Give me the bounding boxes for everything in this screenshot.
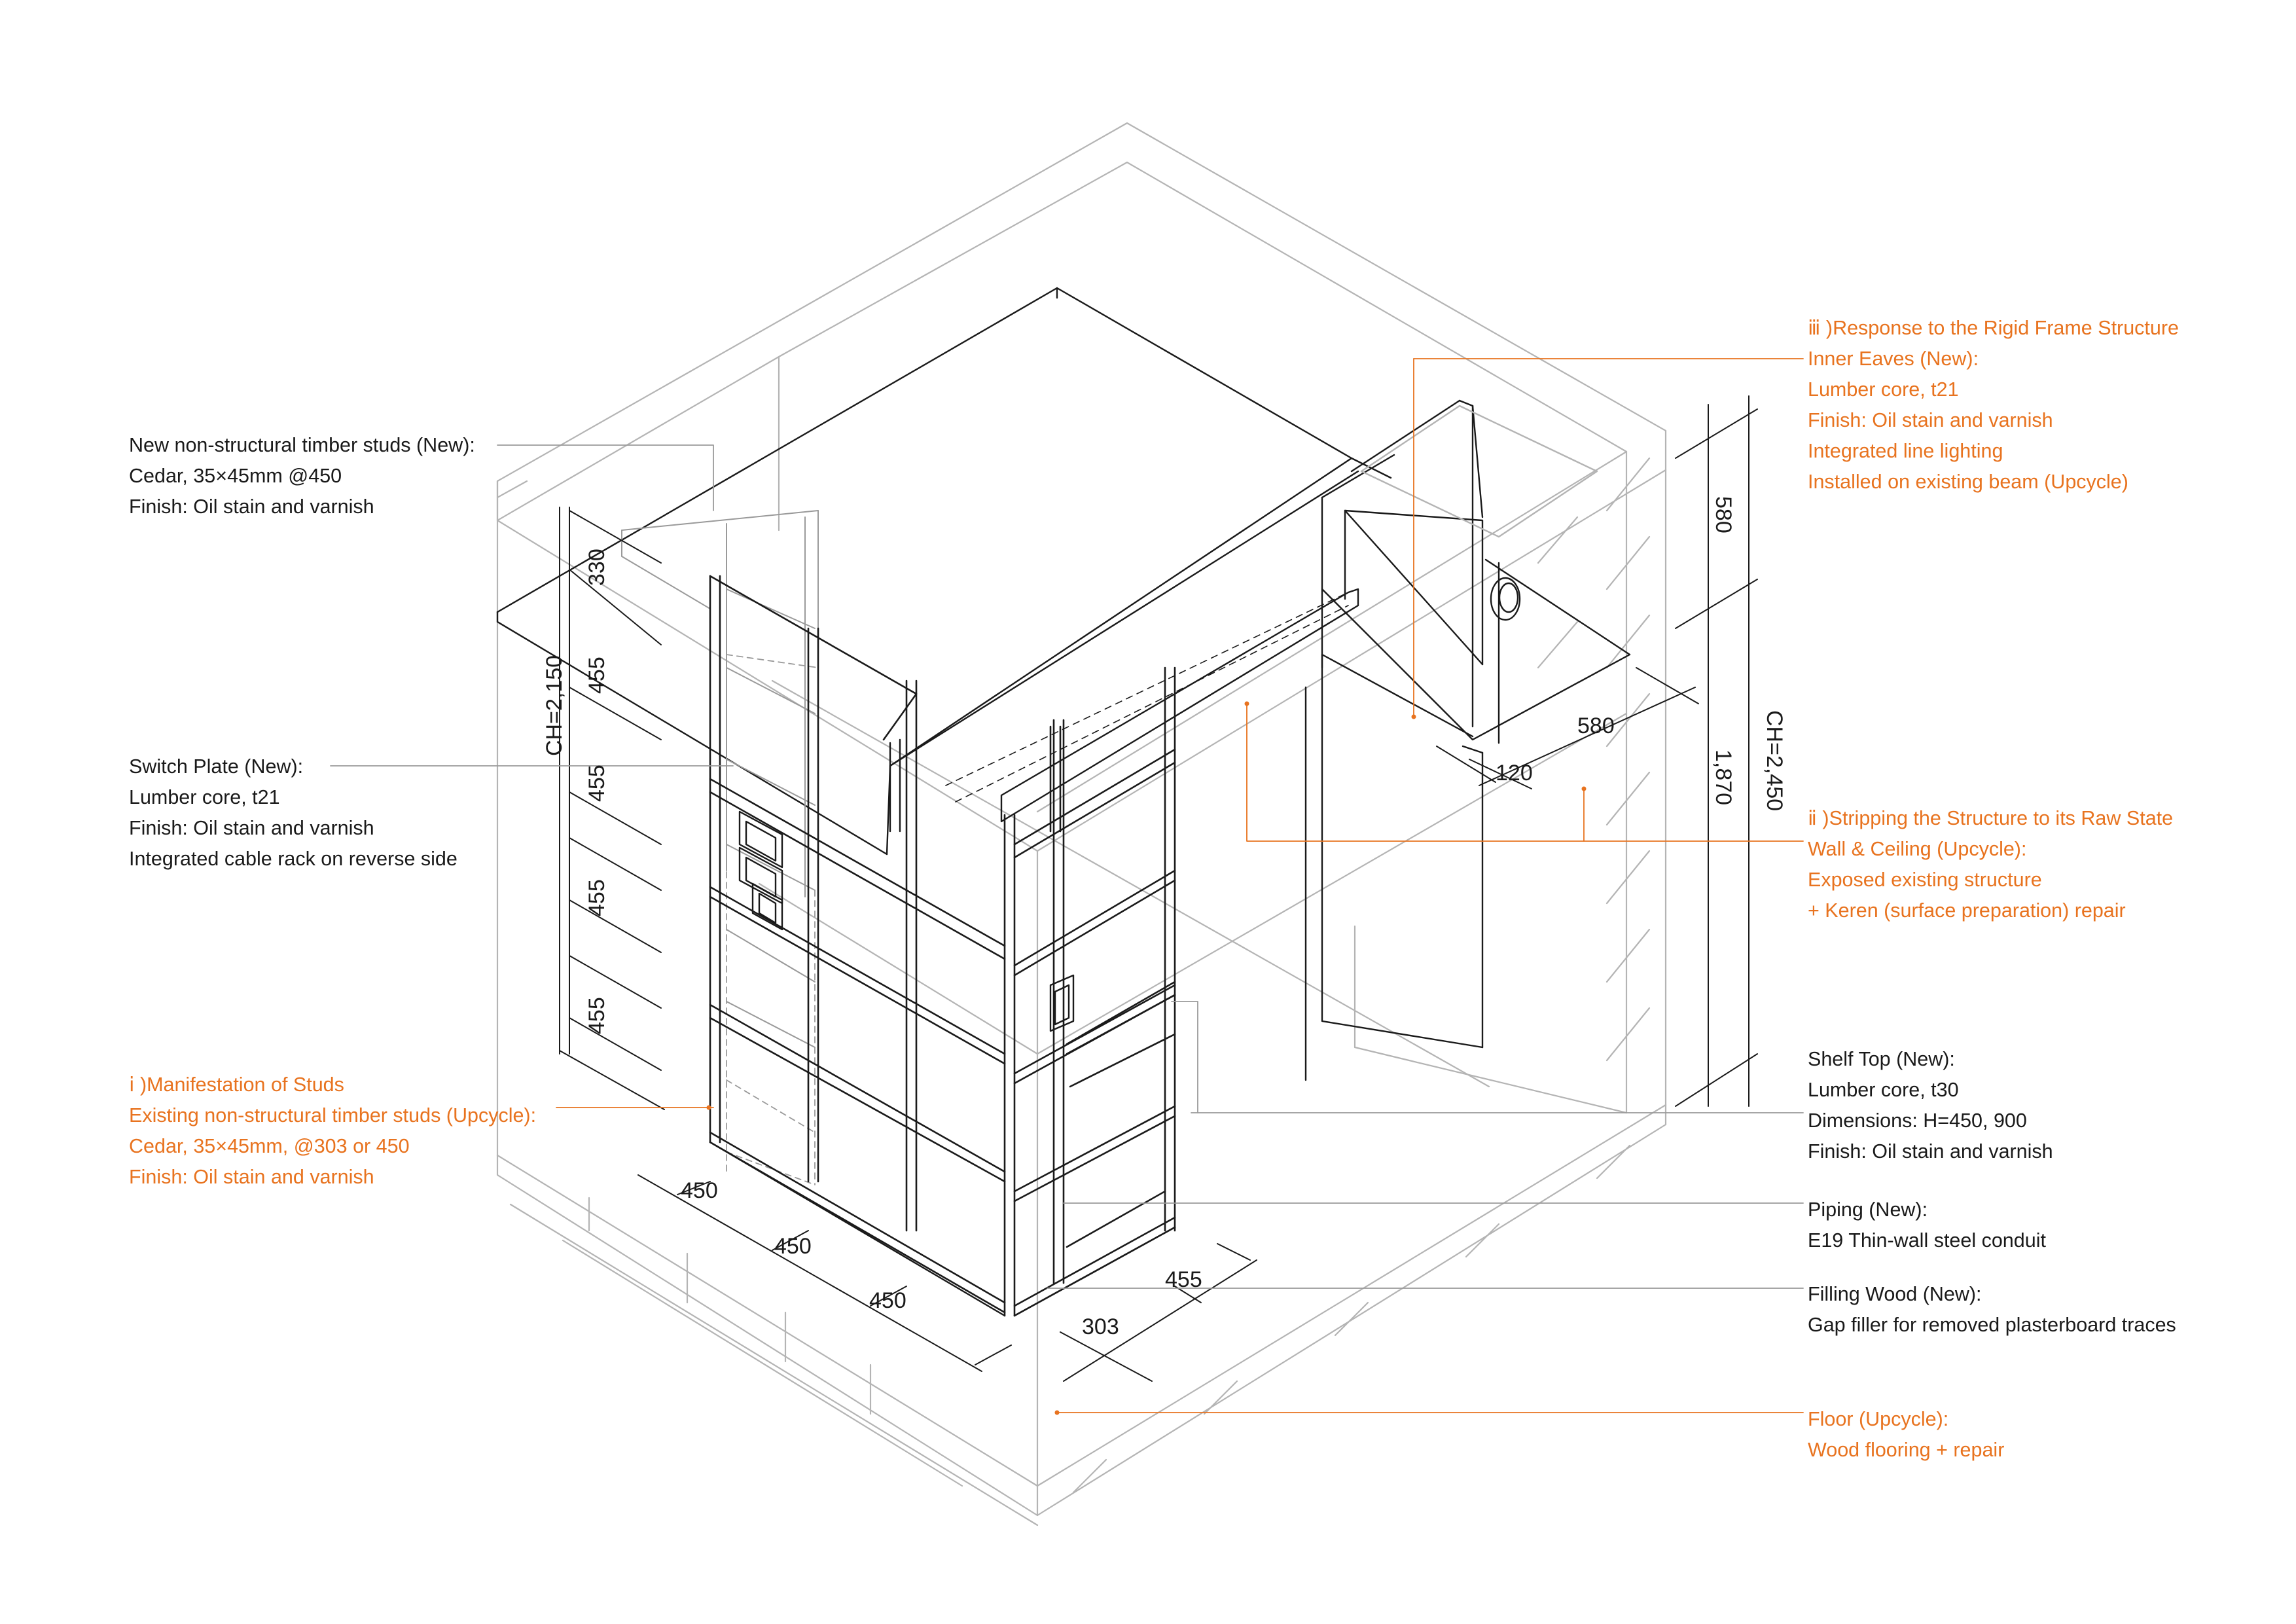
dim-right-580: 580 bbox=[1711, 496, 1736, 533]
note-raw-state: ⅱ )Stripping the Structure to its Raw St… bbox=[1808, 803, 2173, 926]
note-line: Filling Wood (New): bbox=[1808, 1283, 1982, 1305]
note-line: Wood flooring + repair bbox=[1808, 1439, 2005, 1461]
note-filling-wood: Filling Wood (New): Gap filler for remov… bbox=[1808, 1279, 2176, 1341]
note-heading: ⅱ )Stripping the Structure to its Raw St… bbox=[1808, 807, 2174, 829]
dim-left-330: 330 bbox=[584, 549, 609, 586]
note-line: Lumber core, t21 bbox=[1808, 378, 1959, 401]
note-new-studs: New non-structural timber studs (New): C… bbox=[129, 430, 475, 522]
eave-dashed-line bbox=[945, 592, 1349, 803]
note-line: Piping (New): bbox=[1808, 1199, 1928, 1221]
note-line: Floor (Upcycle): bbox=[1808, 1408, 1949, 1430]
note-line: Finish: Oil stain and varnish bbox=[1808, 1140, 2053, 1163]
dim-left-455-4: 455 bbox=[584, 997, 609, 1034]
note-shelf-top: Shelf Top (New): Lumber core, t30 Dimens… bbox=[1808, 1044, 2053, 1167]
note-line: Wall & Ceiling (Upcycle): bbox=[1808, 838, 2027, 860]
note-studs-manifestation: ⅰ )Manifestation of Studs Existing non-s… bbox=[129, 1070, 536, 1193]
note-line: + Keren (surface preparation) repair bbox=[1808, 899, 2126, 922]
dim-bottom-450-3: 450 bbox=[869, 1288, 906, 1313]
note-line: Finish: Oil stain and varnish bbox=[1808, 409, 2053, 431]
dim-right-1870: 1,870 bbox=[1711, 749, 1736, 805]
inner-eaves bbox=[889, 738, 901, 833]
note-line: Existing non-structural timber studs (Up… bbox=[129, 1104, 537, 1127]
note-line: Exposed existing structure bbox=[1808, 869, 2042, 891]
note-line: Integrated line lighting bbox=[1808, 440, 2003, 462]
note-line: Finish: Oil stain and varnish bbox=[129, 1166, 374, 1188]
switch-plates bbox=[738, 810, 1075, 1032]
dim-right-height: CH=2,450 bbox=[1762, 710, 1787, 811]
note-line: Finish: Oil stain and varnish bbox=[129, 496, 374, 518]
dim-bottom-450-2: 450 bbox=[774, 1234, 812, 1259]
note-line: Shelf Top (New): bbox=[1808, 1048, 1955, 1070]
note-switch-plate: Switch Plate (New): Lumber core, t21 Fin… bbox=[129, 751, 457, 875]
note-line: Dimensions: H=450, 900 bbox=[1808, 1110, 2027, 1132]
dim-bottom-450-1: 450 bbox=[681, 1178, 718, 1203]
note-rigid-frame: ⅲ )Response to the Rigid Frame Structure… bbox=[1808, 313, 2179, 497]
dim-left-455-2: 455 bbox=[584, 765, 609, 802]
note-line: Gap filler for removed plasterboard trac… bbox=[1808, 1314, 2176, 1336]
dim-left-455-3: 455 bbox=[584, 879, 609, 916]
dimension-lines bbox=[559, 395, 1758, 1382]
stud-frame bbox=[709, 575, 1176, 1317]
note-line: Lumber core, t21 bbox=[129, 786, 280, 808]
ceiling-slab bbox=[496, 287, 1631, 1081]
back-stud-frame-dashed bbox=[726, 654, 819, 1185]
note-line: New non-structural timber studs (New): bbox=[129, 434, 475, 456]
note-line: Integrated cable rack on reverse side bbox=[129, 848, 457, 870]
note-piping: Piping (New): E19 Thin-wall steel condui… bbox=[1808, 1195, 2046, 1256]
accent-leader-dots bbox=[706, 701, 1587, 1415]
leader-lines bbox=[330, 444, 1804, 1289]
accent-leader-lines bbox=[556, 358, 1804, 1413]
note-heading: ⅰ )Manifestation of Studs bbox=[129, 1074, 344, 1096]
note-line: Cedar, 35×45mm, @303 or 450 bbox=[129, 1135, 410, 1157]
dim-eaves-580: 580 bbox=[1577, 713, 1615, 738]
note-line: Cedar, 35×45mm @450 bbox=[129, 465, 342, 487]
dim-left-height: CH=2,150 bbox=[542, 655, 567, 756]
note-heading: ⅲ )Response to the Rigid Frame Structure bbox=[1808, 317, 2179, 339]
note-floor: Floor (Upcycle): Wood flooring + repair bbox=[1808, 1404, 2004, 1466]
note-line: Inner Eaves (New): bbox=[1808, 348, 1979, 370]
dim-bottom-455: 455 bbox=[1165, 1267, 1202, 1292]
note-line: Lumber core, t30 bbox=[1808, 1079, 1959, 1101]
floor-plate bbox=[709, 1141, 1176, 1317]
note-line: Installed on existing beam (Upcycle) bbox=[1808, 471, 2128, 493]
note-line: Switch Plate (New): bbox=[129, 755, 304, 778]
note-line: E19 Thin-wall steel conduit bbox=[1808, 1229, 2046, 1252]
note-line: Finish: Oil stain and varnish bbox=[129, 817, 374, 839]
existing-room-outline bbox=[496, 122, 1667, 1526]
dim-left-455-1: 455 bbox=[584, 657, 609, 694]
dim-eaves-120: 120 bbox=[1496, 761, 1533, 785]
dim-bottom-303: 303 bbox=[1082, 1314, 1119, 1339]
